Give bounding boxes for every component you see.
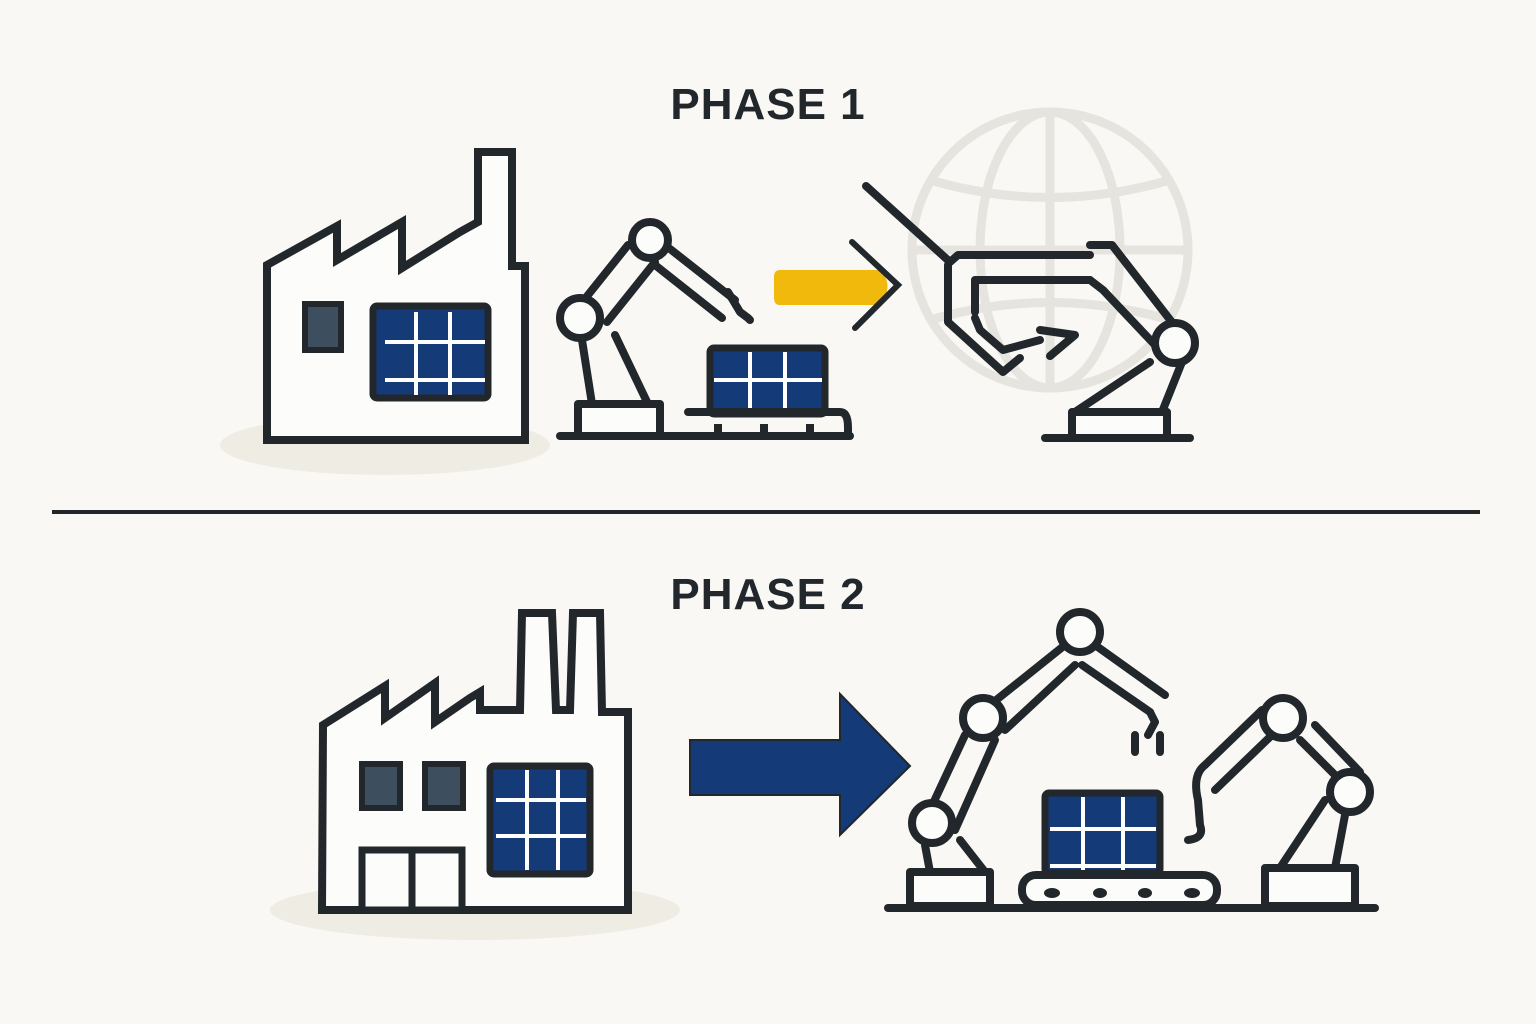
factory-icon-phase2 [270,609,680,940]
arrow-right-icon-phase2 [689,691,912,838]
conveyor-with-solar-panel-phase2 [1018,789,1221,909]
robot-arm-icon-phase2-right [1184,694,1374,910]
robot-arm-icon-phase1 [556,218,854,440]
globe-icon [907,107,1193,393]
phase-1-title: PHASE 1 [670,80,866,129]
factory-icon-phase1 [220,148,550,475]
conveyor-with-solar-panel-phase1 [684,344,852,440]
robot-arm-icon-phase1-export [862,182,1199,442]
arrow-right-icon-phase1 [774,239,903,331]
phase-2-title: PHASE 2 [670,570,866,619]
